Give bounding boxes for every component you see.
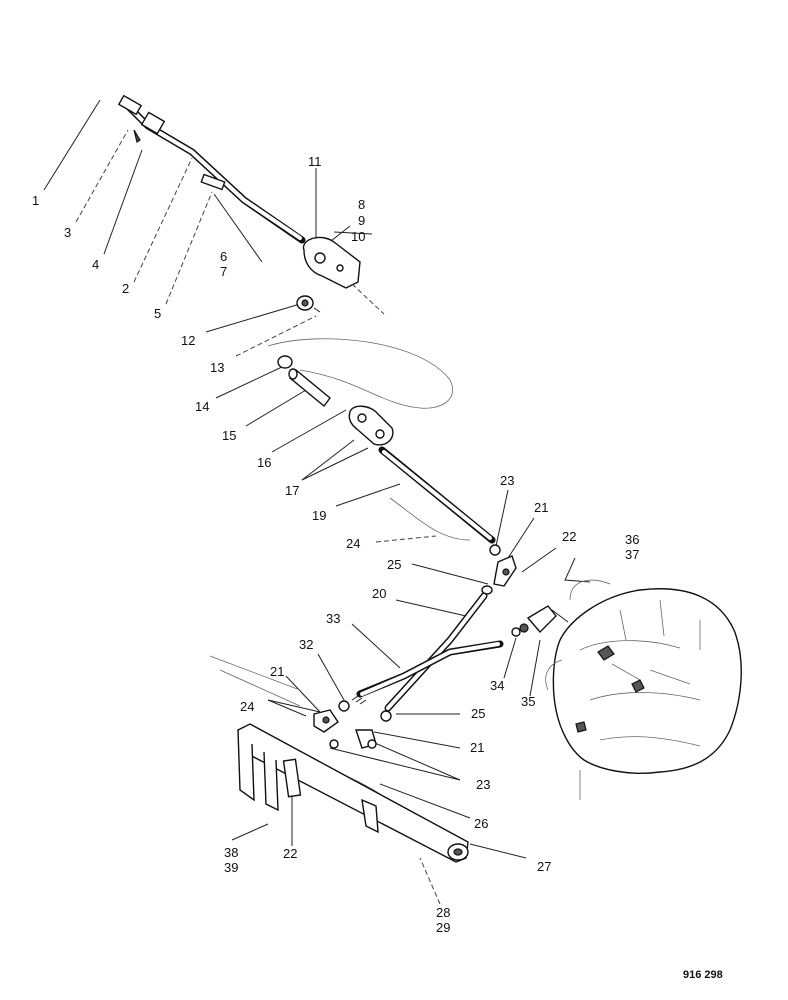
upper-clevis [481, 544, 517, 595]
callout-16: 16 [257, 455, 272, 470]
callout-6: 6 [220, 249, 228, 264]
callout-39: 39 [224, 860, 239, 875]
callout-9: 9 [358, 213, 366, 228]
callout-21-lower-right: 21 [470, 740, 485, 755]
connecting-rod [384, 592, 488, 712]
callout-24-upper: 24 [346, 536, 361, 551]
callout-22-lower: 22 [283, 846, 298, 861]
callout-24-lower: 24 [240, 699, 255, 714]
callout-22-upper: 22 [562, 529, 577, 544]
callout-17: 17 [285, 483, 300, 498]
callout-27: 27 [537, 859, 552, 874]
callout-2: 2 [122, 281, 130, 296]
callout-15: 15 [222, 428, 237, 443]
callout-19: 19 [312, 508, 327, 523]
callout-13: 13 [210, 360, 225, 375]
callout-25-lower: 25 [471, 706, 486, 721]
leader-lines [43, 99, 591, 905]
universal-joint [348, 405, 394, 446]
ball-joint [511, 605, 569, 637]
callout-4: 4 [92, 257, 100, 272]
callout-11: 11 [308, 154, 322, 169]
bush-and-pin [296, 295, 321, 313]
washer-and-sleeve [277, 355, 331, 408]
lower-clevises [313, 700, 392, 749]
callout-10: 10 [351, 229, 366, 244]
selector-rod [378, 446, 496, 544]
gearbox [545, 579, 742, 800]
callout-26: 26 [474, 816, 489, 831]
callout-37: 37 [625, 547, 640, 562]
callout-32: 32 [299, 637, 314, 652]
drawing-reference-number: 916 298 [683, 969, 723, 981]
callout-23-lower: 23 [476, 777, 491, 792]
callout-14: 14 [195, 399, 210, 414]
callout-33: 33 [326, 611, 341, 626]
callout-28: 28 [436, 905, 451, 920]
retaining-pin [200, 173, 226, 191]
callout-38: 38 [224, 845, 239, 860]
callout-12: 12 [181, 333, 196, 348]
gear-lever [117, 94, 306, 244]
callout-3: 3 [64, 225, 72, 240]
callout-20: 20 [372, 586, 387, 601]
callout-35: 35 [521, 694, 536, 709]
callout-34: 34 [490, 678, 505, 693]
callout-25-upper: 25 [387, 557, 402, 572]
cross-shaft-frame [237, 723, 469, 863]
callout-23-upper: 23 [500, 473, 515, 488]
callout-29: 29 [436, 920, 451, 935]
callout-36: 36 [625, 532, 640, 547]
callout-7: 7 [220, 264, 228, 279]
link-rod [351, 640, 504, 705]
callout-5: 5 [154, 306, 162, 321]
callout-8: 8 [358, 197, 366, 212]
lever-bracket [302, 236, 385, 315]
callout-1: 1 [32, 193, 40, 208]
callout-21-upper: 21 [534, 500, 549, 515]
callout-21-lower-left: 21 [270, 664, 285, 679]
